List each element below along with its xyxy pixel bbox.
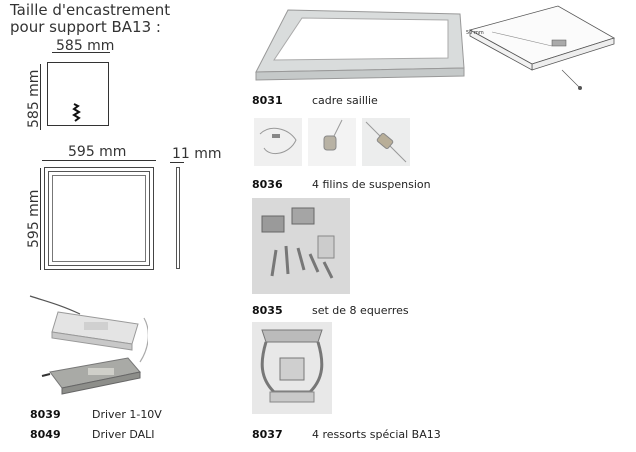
frame-technical-drawing bbox=[468, 5, 615, 90]
cut-width-line bbox=[52, 52, 110, 53]
suspension-photo-2 bbox=[308, 118, 356, 166]
spring-clip-photo bbox=[252, 322, 332, 414]
drawing-dimension-label: 50 mm bbox=[466, 30, 484, 36]
title-line-2: pour support BA13 : bbox=[10, 18, 161, 36]
frame-width-label: 595 mm bbox=[68, 144, 127, 160]
product-label: 4 filins de suspension bbox=[312, 178, 431, 191]
product-label: set de 8 equerres bbox=[312, 304, 409, 317]
bracket-set-icon bbox=[261, 207, 335, 279]
product-label: Driver DALI bbox=[92, 428, 155, 441]
product-code: 8039 bbox=[30, 408, 61, 421]
product-code: 8036 bbox=[252, 178, 283, 191]
cut-width-label: 585 mm bbox=[56, 38, 115, 54]
cut-notch-icon bbox=[72, 103, 81, 122]
cut-height-line bbox=[40, 64, 41, 130]
product-label: 4 ressorts spécial BA13 bbox=[312, 428, 441, 441]
thickness-line bbox=[170, 162, 184, 163]
suspension-wire-icon bbox=[259, 127, 297, 155]
suspension-clamp-icon bbox=[323, 119, 343, 151]
frame-opening bbox=[52, 175, 146, 262]
title-line-1: Taille d'encastrement bbox=[10, 1, 171, 19]
product-label: Driver 1-10V bbox=[92, 408, 162, 421]
frame-height-line bbox=[40, 168, 41, 270]
suspension-photo-1 bbox=[254, 118, 302, 166]
product-code: 8031 bbox=[252, 94, 283, 107]
driver-1-10v-icon bbox=[51, 311, 139, 351]
frame-side-profile bbox=[176, 167, 180, 269]
product-code: 8037 bbox=[252, 428, 283, 441]
frame-width-line bbox=[42, 160, 156, 161]
drivers-photo bbox=[29, 295, 148, 395]
product-code: 8049 bbox=[30, 428, 61, 441]
suspension-gripper-icon bbox=[365, 121, 407, 163]
frame-inner-outline bbox=[48, 171, 150, 266]
page-title: Taille d'encastrement pour support BA13 … bbox=[10, 2, 170, 36]
spring-clip-icon bbox=[260, 329, 324, 403]
product-label: cadre saillie bbox=[312, 94, 378, 107]
suspension-photo-3 bbox=[362, 118, 410, 166]
surface-frame-photo bbox=[255, 9, 465, 81]
product-code: 8035 bbox=[252, 304, 283, 317]
cut-out-square bbox=[47, 62, 109, 126]
thickness-label: 11 mm bbox=[172, 146, 222, 162]
driver-dali-icon bbox=[49, 357, 141, 395]
frame-outline bbox=[44, 167, 154, 270]
brackets-photo bbox=[252, 198, 350, 294]
